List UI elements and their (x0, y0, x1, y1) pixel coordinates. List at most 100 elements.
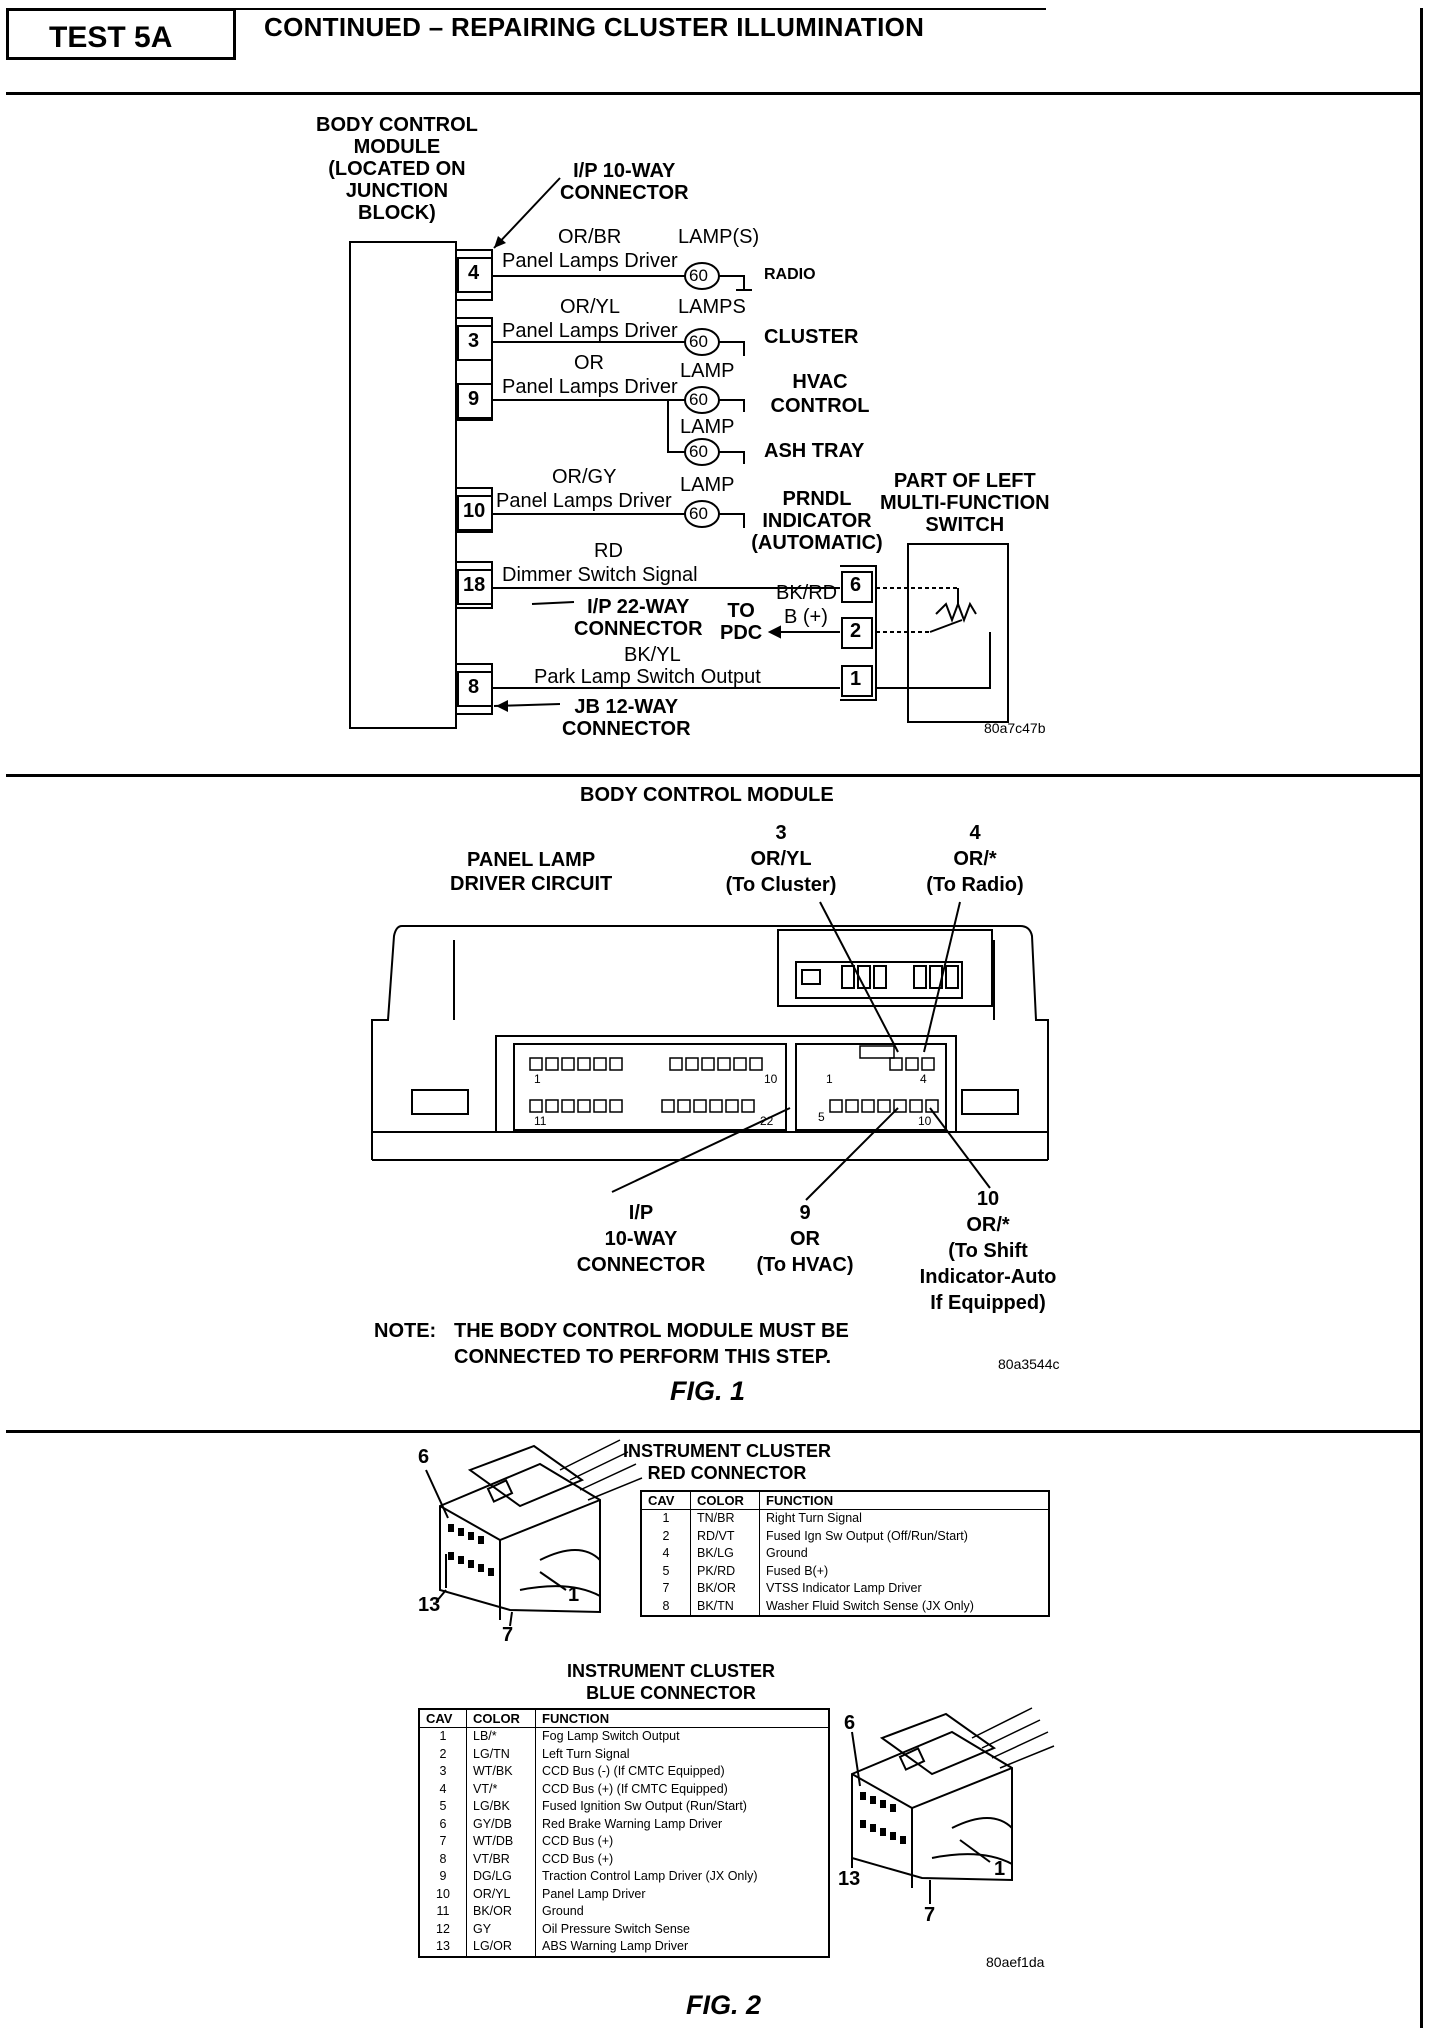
fig1-caption: FIG. 1 (670, 1376, 746, 1406)
col-color: COLOR (466, 1708, 536, 1728)
lamp-glyph: 60 (689, 390, 708, 409)
lamp-label: LAMP(S) (678, 226, 760, 248)
arrow-head (494, 236, 506, 248)
note-label: NOTE: (374, 1320, 437, 1342)
blue-callout-6: 6 (844, 1712, 856, 1734)
section-divider (6, 774, 1420, 777)
section-divider (6, 1430, 1420, 1433)
blue-cavities (860, 1792, 906, 1844)
arrow-head (496, 700, 508, 712)
wire-desc: Panel Lamps Driver (502, 376, 678, 398)
col-color: COLOR (690, 1490, 760, 1510)
dest-radio: RADIO (764, 266, 816, 283)
blue-callout-13: 13 (838, 1868, 861, 1890)
wire-desc: Panel Lamps Driver (502, 250, 678, 272)
ref-code: 80aef1da (986, 1954, 1045, 1970)
blue-callout-1: 1 (994, 1858, 1006, 1880)
pin-10: 10 (463, 500, 486, 522)
page-frame (6, 8, 1423, 2028)
callout-pin-4: 4 OR/* (To Radio) (926, 822, 1024, 896)
col-cav: CAV (640, 1490, 691, 1510)
dest-hvac: HVAC CONTROL (770, 371, 870, 417)
wire-color: OR (574, 352, 604, 374)
wire-desc: Dimmer Switch Signal (502, 564, 698, 586)
col-function: FUNCTION (759, 1490, 1050, 1510)
red-cavities (448, 1524, 494, 1576)
fig2-caption: FIG. 2 (686, 1990, 762, 2020)
col-cav: CAV (418, 1708, 467, 1728)
callout-pin-3: 3 OR/YL (To Cluster) (725, 822, 837, 896)
fig1-title: BODY CONTROL MODULE (580, 784, 834, 806)
red-callout-6: 6 (418, 1446, 430, 1468)
wire-color: OR/YL (560, 296, 621, 318)
ip22-label: I/P 22-WAY CONNECTOR (574, 596, 703, 640)
wire-desc: Panel Lamps Driver (496, 490, 672, 512)
dest-prndl: PRNDL INDICATOR (AUTOMATIC) (751, 488, 883, 554)
lamp-label: LAMP (680, 360, 735, 382)
wire-color: OR/BR (558, 226, 622, 248)
red-connector-title: INSTRUMENT CLUSTER RED CONNECTOR (623, 1441, 831, 1483)
wire-desc: Panel Lamps Driver (502, 320, 678, 342)
pin-4: 4 (468, 262, 480, 284)
ref-code: 80a3544c (998, 1356, 1060, 1372)
bcm-box (349, 241, 457, 729)
switch-label: PART OF LEFT MULTI-FUNCTION SWITCH (880, 470, 1050, 536)
red-callout-1: 1 (568, 1584, 580, 1606)
pin-3: 3 (468, 330, 480, 352)
cavity-num: 10 (918, 1114, 932, 1128)
switch-pin-2: 2 (850, 620, 862, 642)
bcm-label: BODY CONTROL MODULE (LOCATED ON JUNCTION… (316, 114, 478, 224)
cavity-num: 1 (826, 1072, 833, 1086)
cavity-num: 4 (920, 1072, 927, 1086)
test-label: TEST 5A (6, 8, 236, 60)
blue-callout-7: 7 (924, 1904, 936, 1926)
dest-ash-tray: ASH TRAY (764, 440, 865, 462)
to-pdc-label: TO PDC (720, 600, 763, 644)
lamp-label: LAMPS (678, 296, 746, 318)
callout-ip10: I/P 10-WAY CONNECTOR (576, 1202, 706, 1276)
wiring-lines (349, 177, 1009, 729)
cavity-num: 5 (818, 1110, 825, 1124)
wire-color: OR/GY (552, 466, 617, 488)
ref-code: 80a7c47b (984, 720, 1046, 736)
switch-pin-6: 6 (850, 574, 862, 596)
callout-pin-9: 9 OR (To HVAC) (756, 1202, 854, 1276)
lamp-glyph: 60 (689, 442, 708, 461)
wire-color: BK/YL (624, 644, 681, 666)
lamp-label: LAMP (680, 474, 735, 496)
wire-desc: Park Lamp Switch Output (534, 666, 761, 688)
note-line-2: CONNECTED TO PERFORM THIS STEP. (454, 1346, 832, 1368)
page-title: CONTINUED – REPAIRING CLUSTER ILLUMINATI… (264, 12, 925, 42)
dest-cluster: CLUSTER (764, 326, 859, 348)
cavity-num: 11 (534, 1114, 547, 1128)
ip10-label: I/P 10-WAY CONNECTOR (560, 160, 689, 204)
section-divider (6, 92, 1420, 95)
red-callout-7: 7 (502, 1624, 514, 1646)
cavity-num: 10 (764, 1072, 778, 1086)
bkrd-label: BK/RD (776, 582, 838, 604)
switch-pin-1: 1 (850, 668, 862, 690)
callout-pin-10: 10 OR/* (To Shift Indicator-Auto If Equi… (919, 1188, 1057, 1314)
panel-lamp-label: PANEL LAMP DRIVER CIRCUIT (450, 849, 613, 895)
blue-connector-title: INSTRUMENT CLUSTER BLUE CONNECTOR (567, 1661, 775, 1703)
lamp-glyph: 60 (689, 332, 708, 351)
